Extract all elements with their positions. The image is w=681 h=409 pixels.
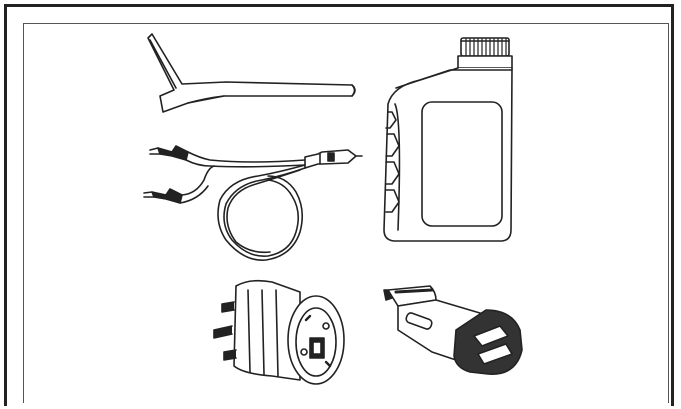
usb-car-charger-icon — [383, 285, 523, 375]
oil-bottle-icon — [383, 37, 513, 242]
figure-inner-border — [23, 23, 669, 403]
funnel-icon — [147, 33, 356, 113]
battery-clamp-cable-icon — [143, 145, 363, 261]
plug-adapter-icon — [213, 279, 345, 385]
figure-frame — [4, 4, 674, 406]
